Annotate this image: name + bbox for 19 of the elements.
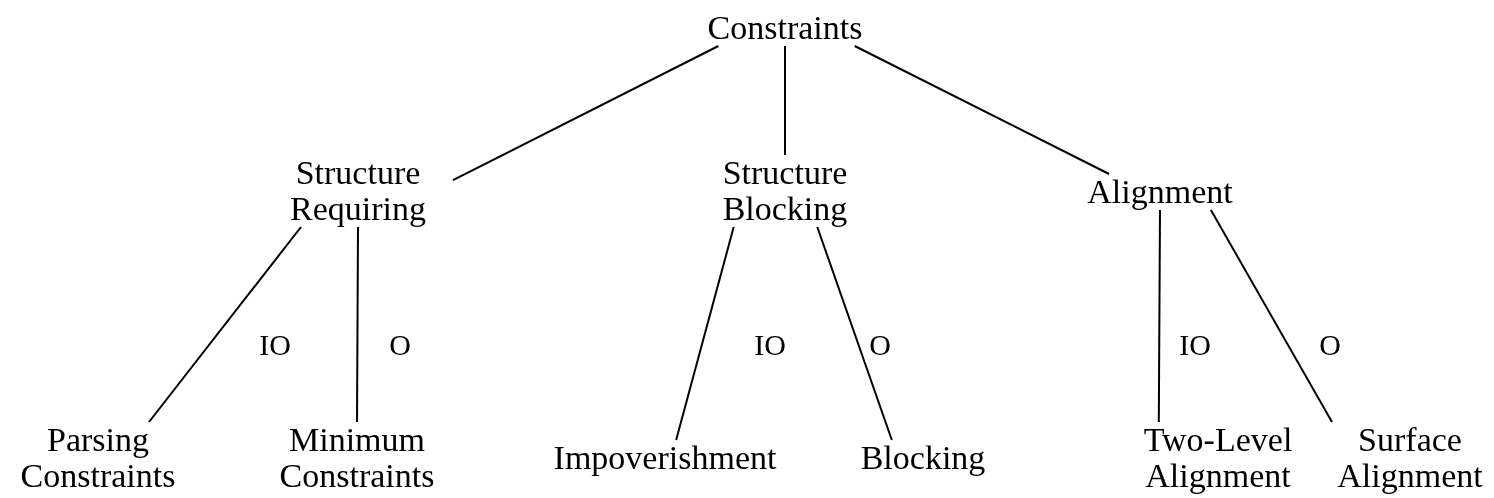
connector-line [1209,209,1333,423]
node-label: Surface Alignment [1332,422,1488,494]
node-label: Constraints [707,10,863,46]
node-label: Alignment [1087,174,1233,210]
connector-line [675,226,735,441]
connector-line [148,226,302,423]
connector-line [853,45,1111,175]
connector-line [1157,209,1161,423]
node-label: Structure Blocking [690,155,880,227]
node-label: Blocking [860,440,986,476]
connector-line [784,45,786,156]
node-label: Impoverishment [553,440,777,476]
connector-line [356,226,359,423]
connector-line [452,45,720,182]
node-label: Structure Requiring [263,155,453,227]
node-label: Two-Level Alignment [1138,422,1298,494]
node-label: Parsing Constraints [13,422,183,494]
node-label: Minimum Constraints [272,422,442,494]
connector-line [816,226,893,441]
